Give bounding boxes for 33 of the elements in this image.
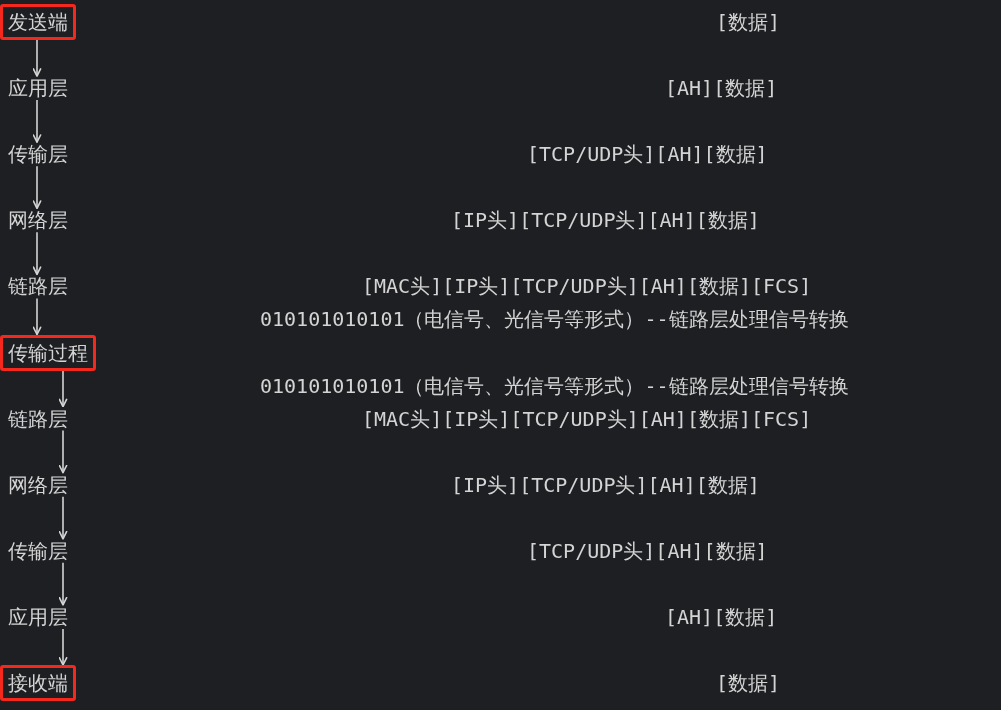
arrow [58, 628, 68, 666]
layer-label: 网络层 [8, 208, 68, 233]
packet-format: [数据] [716, 10, 781, 34]
packet-format: [TCP/UDP头][AH][数据] [527, 142, 768, 167]
packet-format: [TCP/UDP头][AH][数据] [527, 538, 768, 563]
arrow [32, 231, 42, 276]
layer-label: 传输层 [8, 142, 68, 167]
packet-format: [AH][数据] [665, 76, 778, 101]
arrow [32, 165, 42, 210]
arrow [58, 369, 68, 408]
layer-label: 应用层 [8, 76, 68, 101]
layer-label: 链路层 [8, 274, 68, 299]
layer-label: 网络层 [8, 472, 68, 497]
packet-format: [AH][数据] [665, 604, 778, 629]
arrow [32, 297, 42, 336]
arrow [58, 562, 68, 606]
packet-format: [IP头][TCP/UDP头][AH][数据] [451, 472, 760, 497]
layer-label: 传输层 [8, 538, 68, 563]
arrow [58, 429, 68, 474]
highlighted-label: 发送端 [0, 4, 76, 40]
signal-note: 010101010101（电信号、光信号等形式）--链路层处理信号转换 [260, 307, 849, 332]
layer-label: 应用层 [8, 604, 68, 629]
highlighted-label: 接收端 [0, 665, 76, 701]
arrow [58, 495, 68, 540]
highlighted-label: 传输过程 [0, 334, 96, 371]
arrow [32, 39, 42, 77]
packet-format: [MAC头][IP头][TCP/UDP头][AH][数据][FCS] [362, 274, 812, 299]
packet-format: [数据] [716, 671, 781, 695]
packet-format: [MAC头][IP头][TCP/UDP头][AH][数据][FCS] [362, 406, 812, 431]
layer-label: 链路层 [8, 406, 68, 431]
packet-format: [IP头][TCP/UDP头][AH][数据] [451, 208, 760, 233]
signal-note: 010101010101（电信号、光信号等形式）--链路层处理信号转换 [260, 373, 849, 398]
arrow [32, 99, 42, 143]
